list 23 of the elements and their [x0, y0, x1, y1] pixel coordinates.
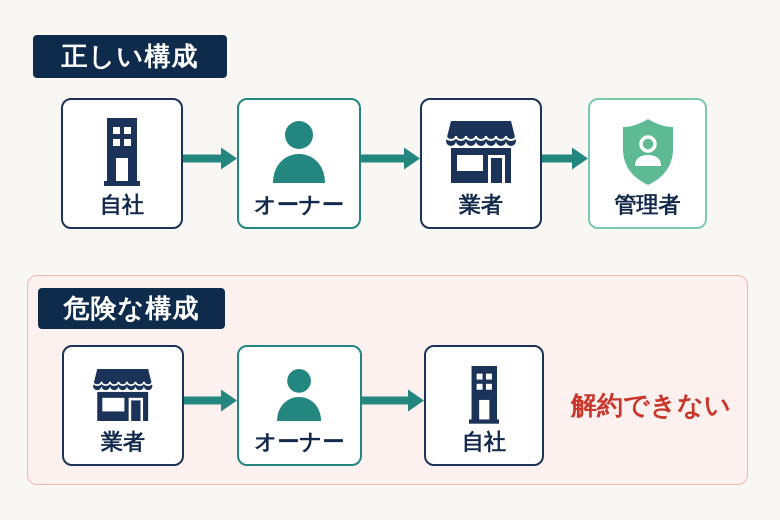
entity-card: [424, 345, 544, 466]
node-label: 業者: [459, 192, 503, 220]
node-label: 管理者: [614, 192, 680, 220]
arrow: [183, 148, 237, 170]
entity-card: [61, 98, 183, 229]
entity-card: [237, 98, 361, 229]
entity-card: [237, 345, 362, 466]
warning-panel: [27, 275, 748, 485]
section-heading: 危険な構成: [38, 288, 225, 329]
arrow: [184, 390, 237, 412]
entity-card: [62, 345, 184, 466]
node-label: オーナー: [254, 429, 344, 457]
arrow: [542, 148, 588, 170]
warning-text: 解約できない: [571, 390, 731, 422]
node-label: 自社: [462, 429, 506, 457]
node-label: 業者: [101, 429, 145, 457]
entity-card: [420, 98, 542, 229]
entity-card: [588, 98, 707, 229]
node-label: オーナー: [254, 192, 344, 220]
arrow: [361, 148, 420, 170]
node-label: 自社: [100, 192, 144, 220]
arrow: [362, 390, 424, 412]
section-heading: 正しい構成: [33, 35, 227, 78]
